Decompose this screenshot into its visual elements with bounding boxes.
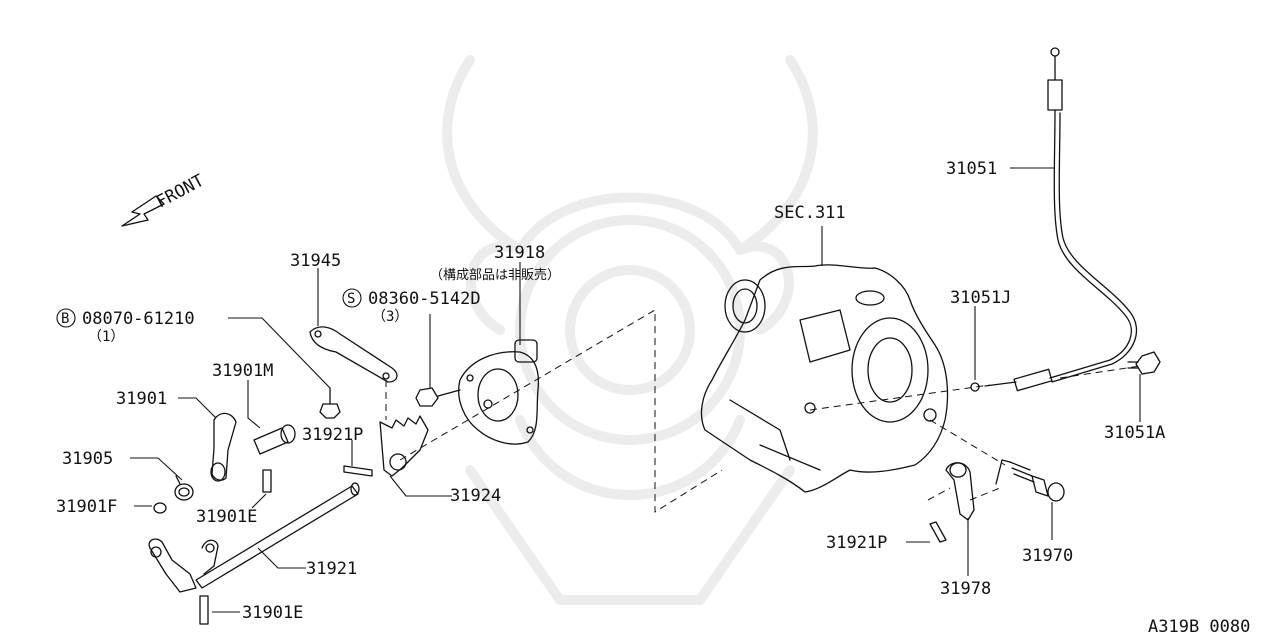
part-31918-note: （構成部品は非販売）: [430, 267, 560, 283]
bolt-prefix-b: B: [61, 311, 69, 327]
screw-08360-5142d: [415, 387, 461, 407]
part-31945-label: 31945: [290, 251, 341, 271]
watermark-emblem: [442, 55, 818, 605]
lever-31978: [927, 462, 1001, 521]
pin-31901e-bottom: [199, 595, 209, 625]
shaft-31901m: [253, 424, 296, 455]
spring-31905: [174, 475, 194, 501]
bolt-08070-61210-label: 08070-61210: [82, 309, 195, 329]
part-31924-label: 31924: [450, 486, 501, 506]
bracket-31945: [309, 326, 398, 383]
shift-cable: [984, 47, 1138, 392]
catalog-code: A319B 0080: [1148, 617, 1250, 637]
pin-31921p-right: [929, 521, 947, 543]
part-31051a-label: 31051A: [1104, 423, 1165, 443]
part-31051-label: 31051: [946, 159, 997, 179]
washer-31901f: [153, 502, 167, 514]
part-31901-label: 31901: [116, 389, 167, 409]
screw-prefix-s: S: [347, 291, 355, 307]
clip-31051j: [970, 382, 980, 392]
bolt-08070-61210: [319, 387, 341, 419]
screw-08360-5142d-qty: （3）: [372, 309, 408, 325]
part-31970-label: 31970: [1022, 546, 1073, 566]
transmission-case: [700, 264, 949, 493]
shaft-31921: [148, 482, 360, 593]
ref-line-shaft-case: [399, 309, 723, 513]
part-31921-label: 31921: [306, 559, 357, 579]
selector-housing-31918: [458, 339, 540, 445]
screw-08360-5142d-label: 08360-5142D: [368, 289, 481, 309]
part-31051j-label: 31051J: [950, 288, 1011, 308]
pin-31921p-left: [343, 465, 373, 477]
part-31921p-right-label: 31921P: [826, 533, 887, 553]
part-31901e-bottom-label: 31901E: [242, 603, 303, 623]
detent-plate-31924: [379, 415, 429, 477]
screw-prefix-s-icon: [342, 288, 362, 308]
bolt-08070-61210-qty: （1）: [88, 329, 124, 345]
part-31901e-top-label: 31901E: [196, 507, 257, 527]
part-31901m-label: 31901M: [212, 361, 273, 381]
lever-31901: [210, 412, 237, 482]
front-arrow-icon: [121, 195, 165, 227]
cable-end-31970: [995, 459, 1065, 502]
bolt-prefix-b-icon: [56, 308, 76, 328]
ref-line-cable-case: [809, 384, 991, 411]
part-31921p-left-label: 31921P: [302, 425, 363, 445]
bolt-31051a: [1127, 351, 1161, 375]
part-31901f-label: 31901F: [56, 497, 117, 517]
part-31918-label: 31918: [494, 243, 545, 263]
part-31978-label: 31978: [940, 579, 991, 599]
pin-31901e-top: [262, 469, 272, 493]
sec-311-label: SEC.311: [774, 203, 846, 223]
part-31905-label: 31905: [62, 449, 113, 469]
front-label: FRONT: [153, 171, 208, 213]
ref-line-lever-case: [929, 419, 1006, 466]
